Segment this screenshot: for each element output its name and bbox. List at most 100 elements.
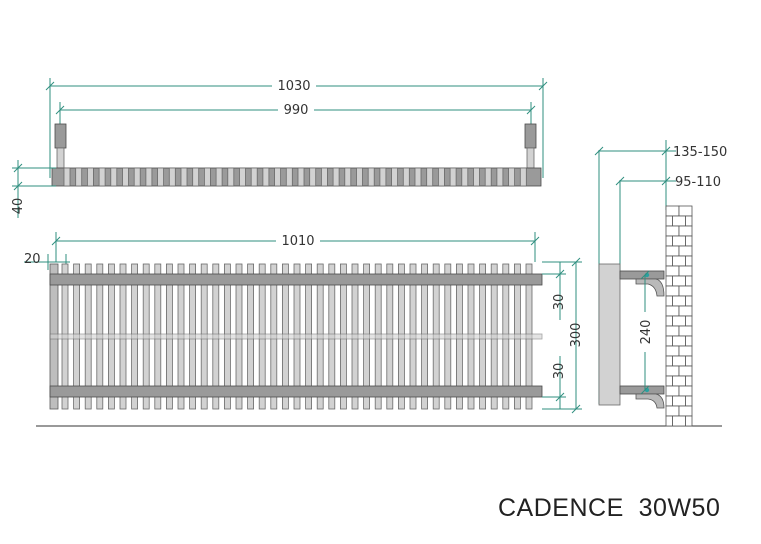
- dim-side-bracket: 240: [639, 320, 654, 345]
- dim-top-inner: 990: [284, 103, 309, 118]
- brick: [685, 295, 693, 307]
- brick: [678, 325, 693, 337]
- brick: [672, 235, 686, 247]
- top-fin: [145, 167, 153, 187]
- brick: [685, 355, 693, 367]
- label-bg: [272, 78, 316, 92]
- brick: [665, 295, 673, 307]
- dim-tick: [640, 270, 650, 280]
- brick: [665, 245, 680, 257]
- brick-wall: [665, 205, 693, 427]
- dim-tick: [615, 176, 625, 186]
- dim-tick: [555, 392, 565, 402]
- front-bottom-collector: [49, 385, 543, 398]
- top-fin: [274, 167, 282, 187]
- brick: [678, 365, 693, 377]
- top-fin: [87, 167, 94, 187]
- brick: [665, 305, 680, 317]
- brick: [665, 395, 673, 407]
- top-fin: [192, 167, 200, 187]
- top-fin: [437, 167, 445, 187]
- front-top-collector: [49, 273, 543, 286]
- brick: [672, 395, 686, 407]
- top-fin: [63, 167, 71, 187]
- top-post-right-stem: [526, 147, 535, 169]
- brick: [678, 385, 693, 397]
- dim-tick: [55, 105, 65, 115]
- brick: [678, 265, 693, 277]
- side-radiator-profile: [598, 263, 621, 406]
- dim-top-height: 40: [11, 198, 26, 215]
- dim-top-total: 1030: [277, 79, 310, 94]
- brick: [665, 215, 673, 227]
- brick: [665, 255, 673, 267]
- top-post-right: [524, 123, 537, 149]
- brick: [672, 315, 686, 327]
- brick: [685, 275, 693, 287]
- brick: [672, 275, 686, 287]
- dim-front-height: 300: [569, 323, 584, 348]
- dim-tick: [571, 257, 581, 267]
- top-fin: [122, 167, 129, 187]
- dim-tick: [51, 236, 61, 246]
- brick: [678, 225, 693, 237]
- dim-front-bar-top: 30: [552, 294, 567, 311]
- dim-front-width: 1010: [281, 234, 314, 249]
- dim-tick: [526, 105, 536, 115]
- brick: [678, 405, 693, 417]
- top-fin: [157, 167, 165, 187]
- brick: [678, 305, 693, 317]
- front-view: 1010 20 30 30 300: [24, 232, 722, 427]
- top-fin: [402, 167, 410, 187]
- dim-tick: [555, 269, 565, 279]
- brick: [672, 255, 686, 267]
- brick: [678, 205, 693, 217]
- brick: [665, 385, 680, 397]
- brick: [685, 255, 693, 267]
- top-fins: [63, 167, 527, 187]
- brick: [665, 345, 680, 357]
- brick: [685, 375, 693, 387]
- brick: [665, 405, 680, 417]
- brick: [672, 415, 686, 427]
- label-bg: [638, 312, 652, 352]
- brick: [685, 235, 693, 247]
- top-post-left-stem: [56, 147, 65, 169]
- brick: [672, 375, 686, 387]
- top-fin: [262, 167, 270, 187]
- dim-front-bar-bottom: 30: [552, 363, 567, 380]
- top-fin: [344, 167, 352, 187]
- brick: [672, 335, 686, 347]
- brick: [678, 345, 693, 357]
- top-fin: [168, 167, 176, 187]
- top-fin: [98, 167, 106, 187]
- bracket-bottom-arm: [635, 393, 665, 409]
- dim-tick: [13, 163, 23, 173]
- brick: [685, 335, 693, 347]
- top-fin: [320, 167, 328, 187]
- brick: [665, 235, 673, 247]
- dim-tick: [13, 181, 23, 191]
- brick: [672, 215, 686, 227]
- dim-tick: [661, 176, 671, 186]
- dim-tick: [594, 146, 604, 156]
- top-fin: [473, 167, 480, 187]
- top-fin: [391, 167, 399, 187]
- dim-tick: [45, 81, 55, 91]
- top-fin: [110, 167, 118, 187]
- brick: [665, 415, 673, 427]
- brick: [665, 205, 680, 217]
- brick: [665, 315, 673, 327]
- dim-tick: [530, 236, 540, 246]
- brick: [672, 295, 686, 307]
- dim-front-offset: 20: [24, 252, 41, 267]
- top-fin: [215, 167, 223, 187]
- label-bg: [276, 233, 320, 247]
- top-fin: [297, 167, 305, 187]
- top-fin: [426, 167, 434, 187]
- top-fin: [332, 167, 340, 187]
- brick: [678, 245, 693, 257]
- top-fin: [133, 167, 141, 187]
